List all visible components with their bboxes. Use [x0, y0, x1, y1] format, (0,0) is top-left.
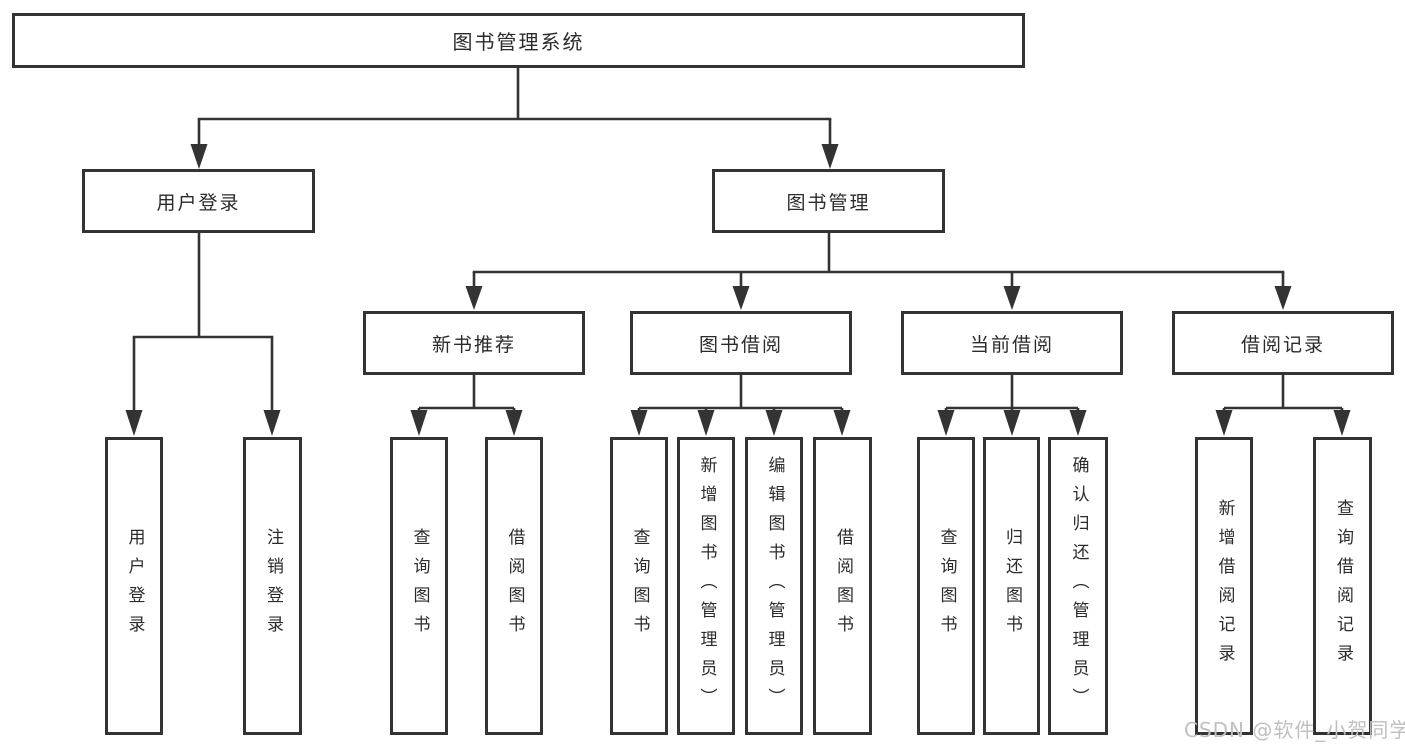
- node-label: 借阅记录: [1240, 333, 1325, 356]
- node-label: 图书借阅: [698, 333, 783, 356]
- leaf-borrow-books-recommend: 借阅图书: [485, 437, 543, 735]
- leaf-label: 编辑图书（管理员）: [764, 455, 785, 717]
- leaf-label: 查询图书: [936, 528, 957, 644]
- leaf-query-borrow-record: 查询借阅记录: [1313, 437, 1372, 735]
- leaf-label: 归还图书: [1002, 528, 1022, 644]
- leaf-add-book-admin: 新增图书（管理员）: [677, 437, 735, 735]
- node-borrowing-records: 借阅记录: [1172, 311, 1394, 375]
- leaf-label: 借阅图书: [833, 528, 853, 644]
- leaf-user-login: 用户登录: [105, 437, 163, 735]
- leaf-label: 新增图书（管理员）: [696, 455, 717, 717]
- node-book-borrowing: 图书借阅: [630, 311, 852, 375]
- leaf-label: 确认归还（管理员）: [1068, 455, 1089, 717]
- leaf-query-books-recommend: 查询图书: [390, 437, 448, 735]
- leaf-edit-book-admin: 编辑图书（管理员）: [745, 437, 803, 735]
- leaf-borrow-books-borrowing: 借阅图书: [813, 437, 872, 735]
- node-label: 用户登录: [156, 191, 241, 214]
- node-label: 图书管理: [786, 191, 871, 214]
- leaf-confirm-return-admin: 确认归还（管理员）: [1048, 437, 1108, 735]
- node-label: 新书推荐: [431, 333, 516, 356]
- leaf-label: 查询图书: [629, 528, 650, 644]
- leaf-label: 注销登录: [263, 528, 283, 644]
- node-current-borrowing: 当前借阅: [901, 311, 1123, 375]
- node-library-management-system: 图书管理系统: [12, 13, 1025, 68]
- leaf-query-books-current: 查询图书: [917, 437, 975, 735]
- arrow-icons: [125, 144, 1351, 436]
- leaf-add-borrow-record: 新增借阅记录: [1195, 437, 1253, 735]
- leaf-label: 新增借阅记录: [1214, 499, 1235, 673]
- csdn-watermark: CSDN @软件_小贺同学: [1184, 718, 1405, 742]
- leaf-label: 查询图书: [409, 528, 430, 644]
- leaf-return-books: 归还图书: [983, 437, 1040, 735]
- leaf-query-books-borrowing: 查询图书: [610, 437, 668, 735]
- node-label: 当前借阅: [969, 333, 1054, 356]
- node-book-management: 图书管理: [712, 169, 945, 233]
- leaf-label: 用户登录: [124, 528, 145, 644]
- leaf-label: 查询借阅记录: [1333, 499, 1353, 673]
- leaf-label: 借阅图书: [504, 528, 525, 644]
- node-label: 图书管理系统: [452, 30, 585, 54]
- leaf-logout: 注销登录: [243, 437, 302, 735]
- node-user-login: 用户登录: [82, 169, 315, 233]
- node-new-book-recommendation: 新书推荐: [363, 311, 585, 375]
